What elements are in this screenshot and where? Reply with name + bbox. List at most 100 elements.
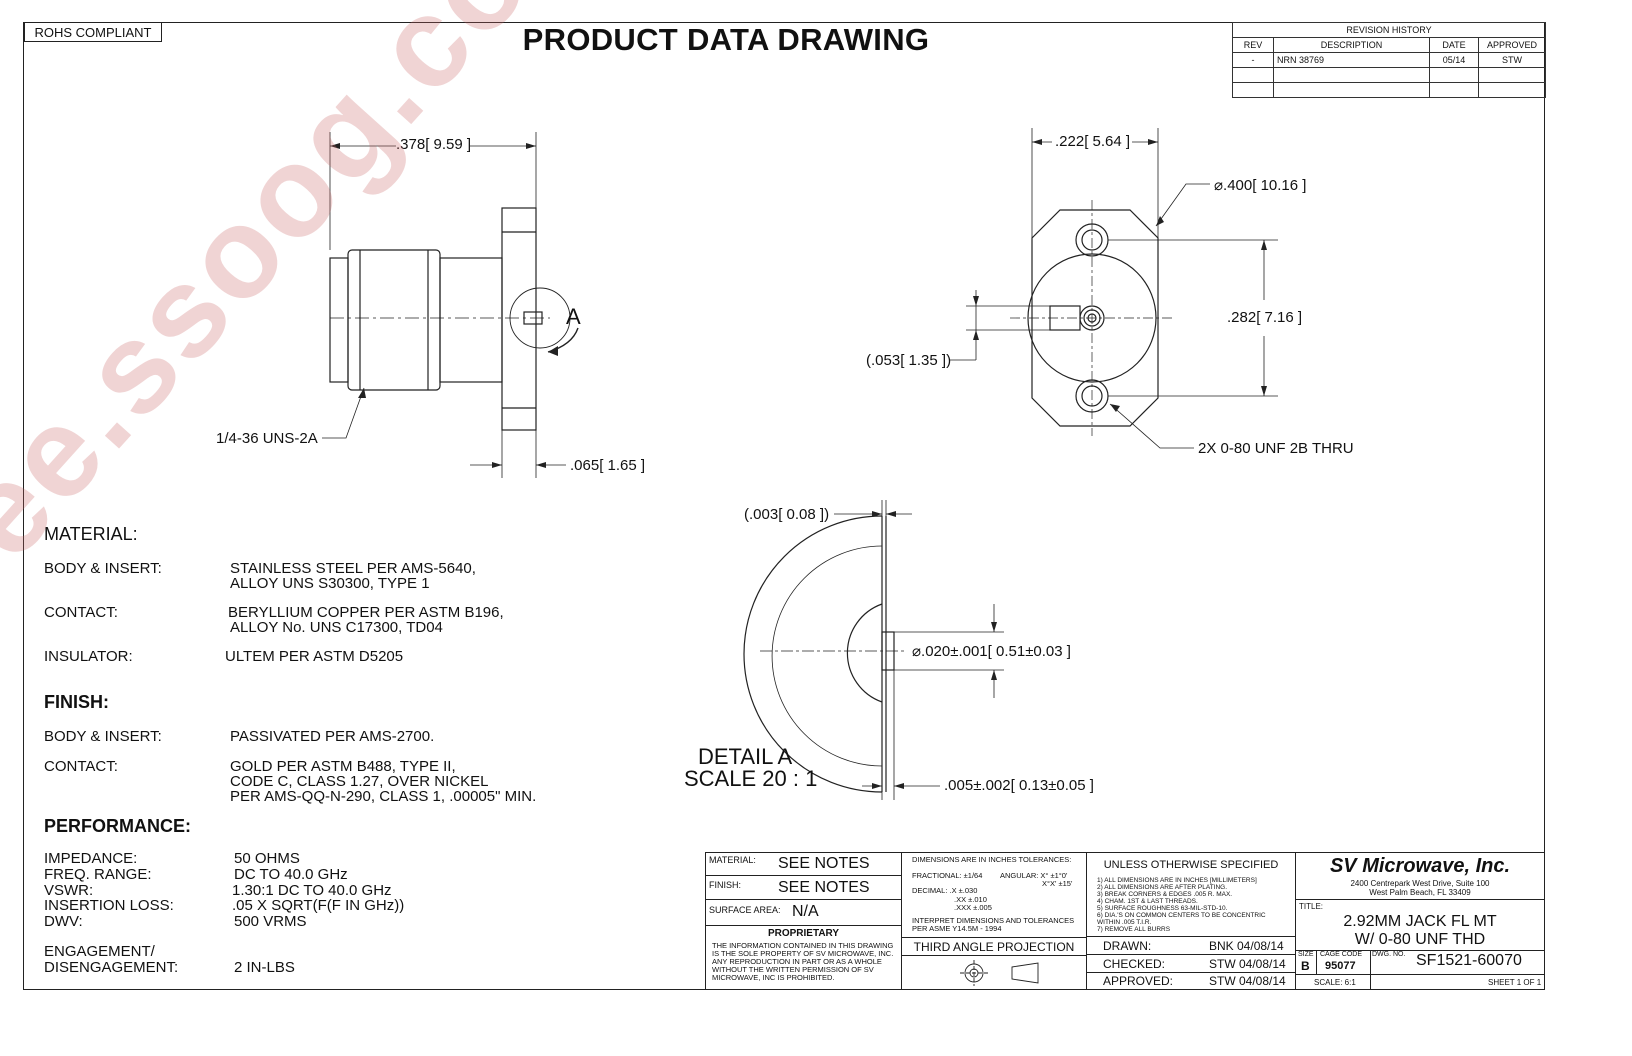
dim-value: .282 — [1227, 309, 1257, 326]
detail-scale: SCALE 20 : 1 — [684, 766, 818, 791]
thread-callout: 1/4-36 UNS-2A — [216, 430, 318, 447]
dim-value-mm: 0.13±0.05 — [1018, 777, 1086, 794]
revision-history-table: REVISION HISTORY REV DESCRIPTION DATE AP… — [1232, 22, 1546, 98]
dim-value-mm: 10.16 — [1260, 177, 1299, 194]
tb-size-label: SIZE — [1298, 951, 1314, 958]
dim-flange-dia: ⌀.400[ 10.16 ] — [1214, 177, 1307, 194]
page-title: PRODUCT DATA DRAWING — [522, 22, 930, 57]
title-block-notes: UNLESS OTHERWISE SPECIFIED 1) ALL DIMENS… — [1086, 852, 1296, 990]
dim-front-width: .222[ 5.64 ] — [1055, 133, 1131, 150]
dim-value: .222 — [1055, 133, 1085, 150]
table-row: - NRN 38769 05/14 STW — [1232, 52, 1546, 68]
part-title: W/ 0-80 UNF THD — [1354, 931, 1486, 948]
material-value: ALLOY No. UNS C17300, TD04 — [230, 619, 443, 636]
tb-checked-value: STW 04/08/14 — [1209, 957, 1286, 971]
tb-size-value: B — [1301, 959, 1310, 973]
table-row — [1232, 82, 1546, 98]
tb-note: 1) ALL DIMENSIONS ARE IN INCHES [MILLIME… — [1097, 877, 1257, 884]
performance-label: FREQ. RANGE: — [44, 866, 152, 883]
tb-tol-angular2: X°X' ±15' — [1042, 879, 1073, 888]
dim-value-mm: 1.65 — [607, 457, 637, 474]
performance-label: IMPEDANCE: — [44, 850, 138, 867]
tb-surface-label: SURFACE AREA: — [709, 905, 781, 915]
tb-tol-interpret: INTERPRET DIMENSIONS AND TOLERANCES PER … — [912, 916, 1075, 933]
performance-label: DWV: — [44, 913, 83, 930]
material-value: STAINLESS STEEL PER AMS-5640, — [230, 560, 476, 577]
tb-finish-value: SEE NOTES — [778, 879, 870, 896]
rohs-badge: ROHS COMPLIANT — [24, 22, 162, 42]
tb-tol-decimal3: .XXX ±.005 — [954, 903, 992, 912]
tb-note: 3) BREAK CORNERS & EDGES .005 R. MAX. — [1097, 891, 1233, 898]
finish-value: PASSIVATED PER AMS-2700. — [230, 728, 435, 745]
material-label: BODY & INSERT: — [44, 560, 162, 577]
dim-value: .378 — [396, 136, 426, 153]
tb-surface-value: N/A — [792, 903, 819, 920]
detail-title: DETAIL A — [698, 744, 793, 769]
dim-value: .020±.001 — [921, 643, 988, 660]
dim-value: .053 — [871, 352, 901, 369]
tb-drawn-value: BNK 04/08/14 — [1209, 939, 1284, 953]
tb-note: 4) CHAM. 1ST & LAST THREADS. — [1097, 898, 1198, 905]
dim-value-mm: 5.64 — [1092, 133, 1122, 150]
tb-material-label: MATERIAL: — [709, 855, 756, 865]
company-address: 2400 Centrepark West Drive, Suite 100 — [1350, 879, 1490, 888]
tb-approved-label: APPROVED: — [1103, 974, 1174, 988]
finish-heading: FINISH: — [44, 692, 109, 712]
tb-finish-label: FINISH: — [709, 880, 742, 890]
tb-proprietary-text: THE INFORMATION CONTAINED IN THIS DRAWIN… — [712, 941, 894, 982]
tb-note: 2) ALL DIMENSIONS ARE AFTER PLATING. — [1097, 884, 1228, 891]
dim-value-mm: 7.16 — [1264, 309, 1294, 326]
dim-pin-protrusion: .005±.002[ 0.13±0.05 ] — [944, 777, 1094, 794]
engagement-label: DISENGAGEMENT: — [44, 959, 179, 976]
detail-marker: A — [566, 304, 581, 329]
tb-title-label: TITLE: — [1299, 902, 1324, 911]
title-block-company: SV Microwave, Inc. 2400 Centrepark West … — [1295, 852, 1545, 990]
title-block-material: MATERIAL: SEE NOTES FINISH: SEE NOTES SU… — [705, 852, 902, 990]
tb-sheet: SHEET 1 OF 1 — [1488, 978, 1542, 987]
tb-cage-label: CAGE CODE — [1320, 951, 1363, 958]
tb-material-value: SEE NOTES — [778, 855, 870, 872]
material-value: BERYLLIUM COPPER PER ASTM B196, — [228, 604, 504, 621]
dim-pin-dia: ⌀.020±.001[ 0.51±0.03 ] — [912, 643, 1071, 660]
holes-callout: 2X 0-80 UNF 2B THRU — [1198, 440, 1354, 457]
dim-value-mm: 0.51±0.03 — [996, 643, 1063, 660]
dim-value-mm: 9.59 — [433, 136, 463, 153]
dim-value: .005±.002 — [944, 777, 1011, 794]
third-angle-projection-icon — [960, 960, 1039, 986]
material-label: INSULATOR: — [44, 648, 133, 665]
tb-tol-angular: ANGULAR: X° ±1°0' — [1000, 871, 1068, 880]
performance-value: 500 VRMS — [234, 913, 307, 930]
company-address: West Palm Beach, FL 33409 — [1369, 888, 1471, 897]
dim-flange-thickness: .065[ 1.65 ] — [570, 457, 646, 474]
tb-note: 6) DIA.'S ON COMMON CENTERS TO BE CONCEN… — [1097, 912, 1266, 919]
performance-value: 50 OHMS — [234, 850, 300, 867]
dim-hole-spacing: .282[ 7.16 ] — [1227, 309, 1303, 326]
finish-label: BODY & INSERT: — [44, 728, 162, 745]
performance-value: .05 X SQRT(F(F IN GHz)) — [232, 897, 405, 914]
dim-value-mm: 1.35 — [908, 352, 938, 369]
dim-pin-offset: (.053[ 1.35 ]) — [866, 352, 952, 369]
company-name: SV Microwave, Inc. — [1329, 855, 1511, 877]
tb-unless: UNLESS OTHERWISE SPECIFIED — [1103, 859, 1279, 871]
dim-value-mm: 0.08 — [786, 506, 816, 523]
engagement-value: 2 IN-LBS — [234, 959, 295, 976]
tb-note: WITHIN .005 T.I.R. — [1097, 919, 1152, 926]
title-block-tolerances: DIMENSIONS ARE IN INCHES TOLERANCES: FRA… — [901, 852, 1087, 990]
tb-dwg-value: SF1521-60070 — [1416, 952, 1522, 969]
finish-value: GOLD PER ASTM B488, TYPE II, — [230, 758, 456, 775]
tb-tol-decimal: DECIMAL: .X ±.030 — [912, 886, 978, 895]
tb-checked-label: CHECKED: — [1103, 957, 1166, 971]
material-heading: MATERIAL: — [44, 524, 138, 544]
tb-projection: THIRD ANGLE PROJECTION — [913, 940, 1075, 954]
material-label: CONTACT: — [44, 604, 118, 621]
material-value: ALLOY UNS S30300, TYPE 1 — [230, 575, 430, 592]
finish-value: CODE C, CLASS 1.27, OVER NICKEL — [230, 773, 489, 790]
tb-drawn-label: DRAWN: — [1103, 939, 1152, 953]
part-title: 2.92MM JACK FL MT — [1343, 913, 1497, 930]
tb-note: 5) SURFACE ROUGHNESS 63-MIL-STD-10. — [1097, 905, 1228, 912]
performance-label: VSWR: — [44, 882, 94, 899]
tb-tol-fractional: FRACTIONAL: ±1/64 — [912, 871, 983, 880]
dim-side-length: .378[ 9.59 ] — [396, 136, 472, 153]
material-value: ULTEM PER ASTM D5205 — [225, 648, 404, 665]
